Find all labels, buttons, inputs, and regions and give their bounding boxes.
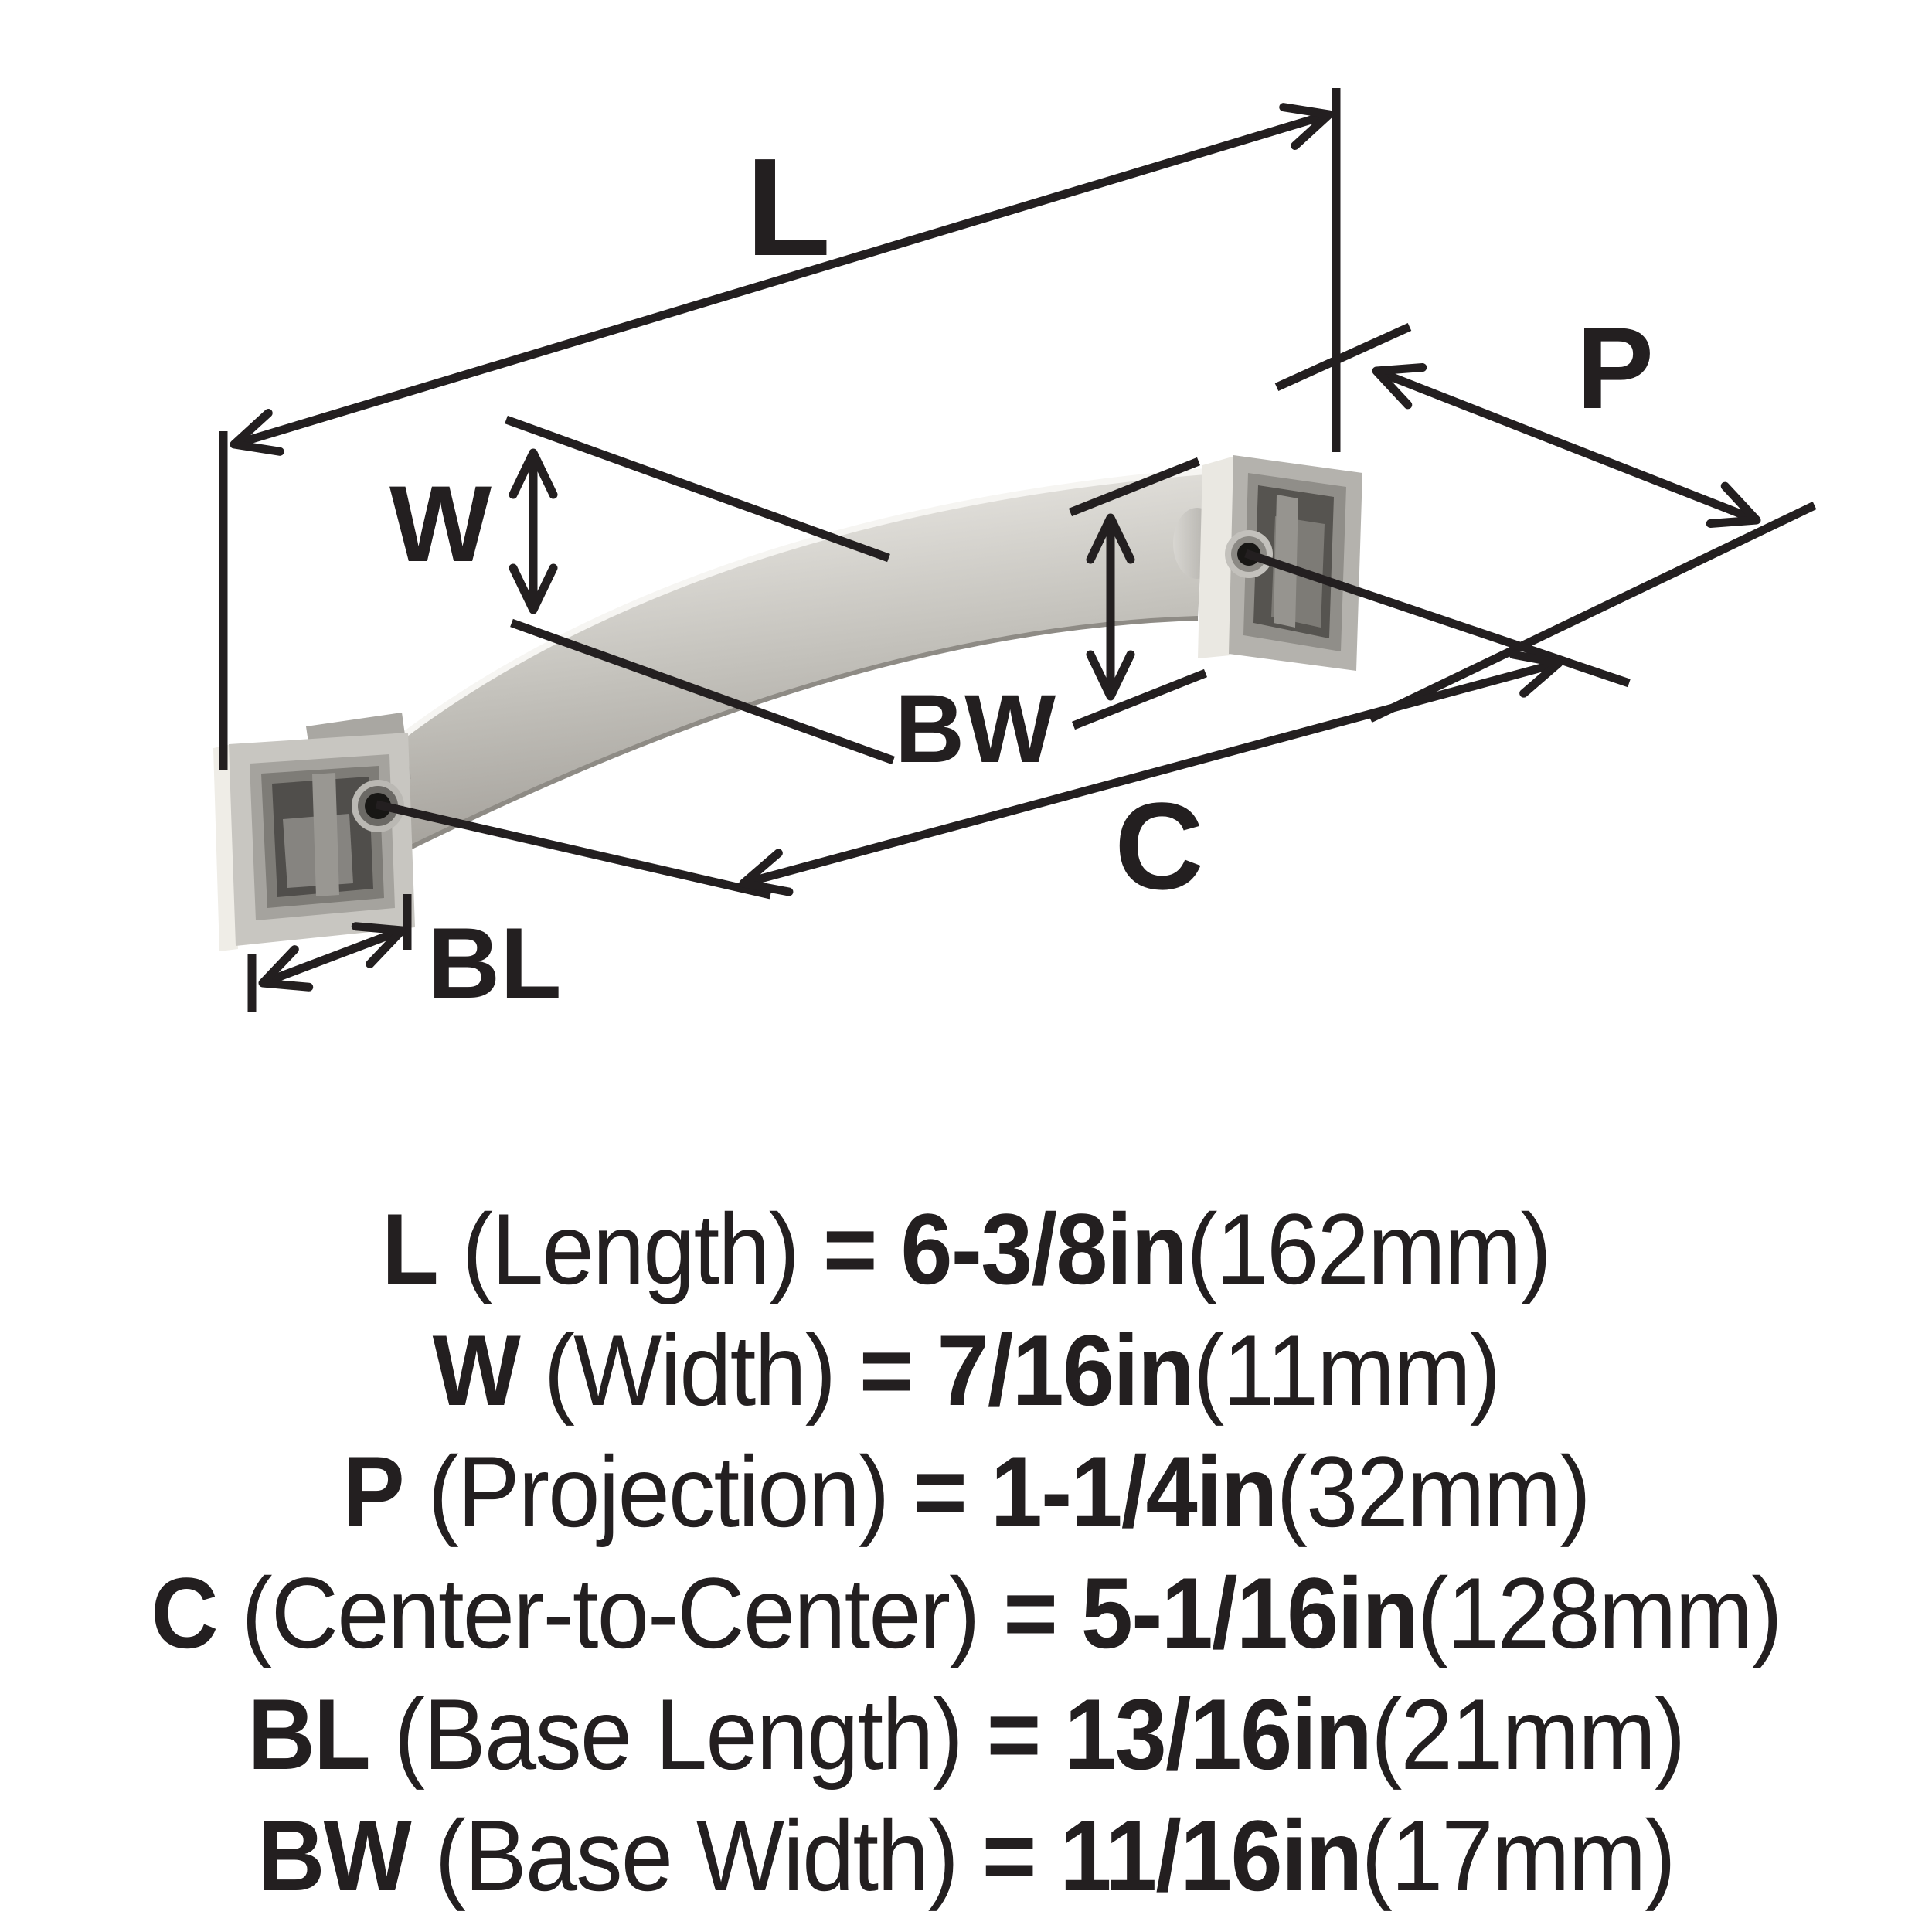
legend-row-width: W (Width) = 7/16in(11mm)	[68, 1310, 1865, 1431]
dim-code: P	[342, 1435, 405, 1548]
dim-value-mm: (32mm)	[1276, 1435, 1591, 1548]
dim-value-in: = 5-1/16in	[1003, 1556, 1419, 1669]
l-dimension-arrow	[230, 103, 1334, 456]
legend-row-center-to-center: C (Center-to-Center) = 5-1/16in(128mm)	[68, 1553, 1865, 1674]
c-leader-left	[375, 800, 772, 900]
dim-code: W	[432, 1314, 521, 1427]
dim-base-width	[1068, 457, 1208, 730]
left-base-rib	[312, 773, 339, 896]
label-center-to-center: C	[1114, 777, 1204, 915]
dim-code: C	[151, 1556, 218, 1669]
dim-value-in: = 6-3/8in	[822, 1192, 1188, 1305]
dim-name: (Base Length)	[369, 1678, 987, 1791]
bl-dimension-arrow	[258, 922, 406, 992]
dim-value-mm: (162mm)	[1186, 1192, 1552, 1305]
w-extension-top	[505, 415, 890, 563]
c-dimension-arrow	[739, 650, 1563, 896]
p-extension-left	[1274, 322, 1412, 392]
dim-value-in: = 11/16in	[981, 1799, 1363, 1912]
c-leader-right	[1244, 549, 1631, 688]
dim-code: L	[381, 1192, 439, 1305]
dim-name: (Base Width)	[410, 1799, 982, 1912]
dim-value-in: = 13/16in	[986, 1678, 1372, 1791]
label-length: L	[746, 130, 831, 285]
dim-name: (Center-to-Center)	[216, 1556, 1004, 1669]
p-dimension-arrow	[1372, 363, 1761, 528]
dim-value-mm: (17mm)	[1361, 1799, 1676, 1912]
label-base-width: BW	[895, 675, 1056, 783]
dim-value-mm: (21mm)	[1371, 1678, 1685, 1791]
legend-row-base-width: BW (Base Width) = 11/16in(17mm)	[68, 1795, 1865, 1917]
dim-name: (Width)	[519, 1314, 859, 1427]
dim-value-in: = 1-1/4in	[913, 1435, 1277, 1548]
legend-row-projection: P (Projection) = 1-1/4in(32mm)	[68, 1431, 1865, 1553]
dim-length	[219, 88, 1341, 770]
dim-value-in: = 7/16in	[859, 1314, 1195, 1427]
label-projection: P	[1577, 303, 1654, 433]
dimension-lines	[219, 88, 1817, 1012]
right-base-rib	[1274, 495, 1298, 628]
legend-row-length: L (Length) = 6-3/8in(162mm)	[68, 1189, 1865, 1310]
dim-center-to-center	[375, 549, 1631, 900]
right-base	[1173, 455, 1362, 671]
dimension-legend: L (Length) = 6-3/8in(162mm) W (Width) = …	[0, 1189, 1932, 1917]
label-width: W	[389, 463, 492, 584]
handle-top-highlight	[355, 468, 1206, 776]
legend-row-base-length: BL (Base Length) = 13/16in(21mm)	[68, 1674, 1865, 1795]
dim-value-mm: (11mm)	[1193, 1314, 1501, 1427]
dim-value-mm: (128mm)	[1417, 1556, 1783, 1669]
dim-name: (Projection)	[403, 1435, 913, 1548]
bw-extension-bottom	[1071, 668, 1208, 730]
right-base-side-face	[1198, 456, 1235, 658]
dim-code: BW	[257, 1799, 412, 1912]
label-base-length: BL	[427, 906, 561, 1019]
left-base	[213, 713, 415, 951]
dim-code: BL	[247, 1678, 371, 1791]
p-extension-right	[1368, 502, 1817, 723]
dim-base-length	[247, 894, 412, 1012]
bw-extension-top	[1068, 457, 1201, 517]
dim-name: (Length)	[437, 1192, 823, 1305]
